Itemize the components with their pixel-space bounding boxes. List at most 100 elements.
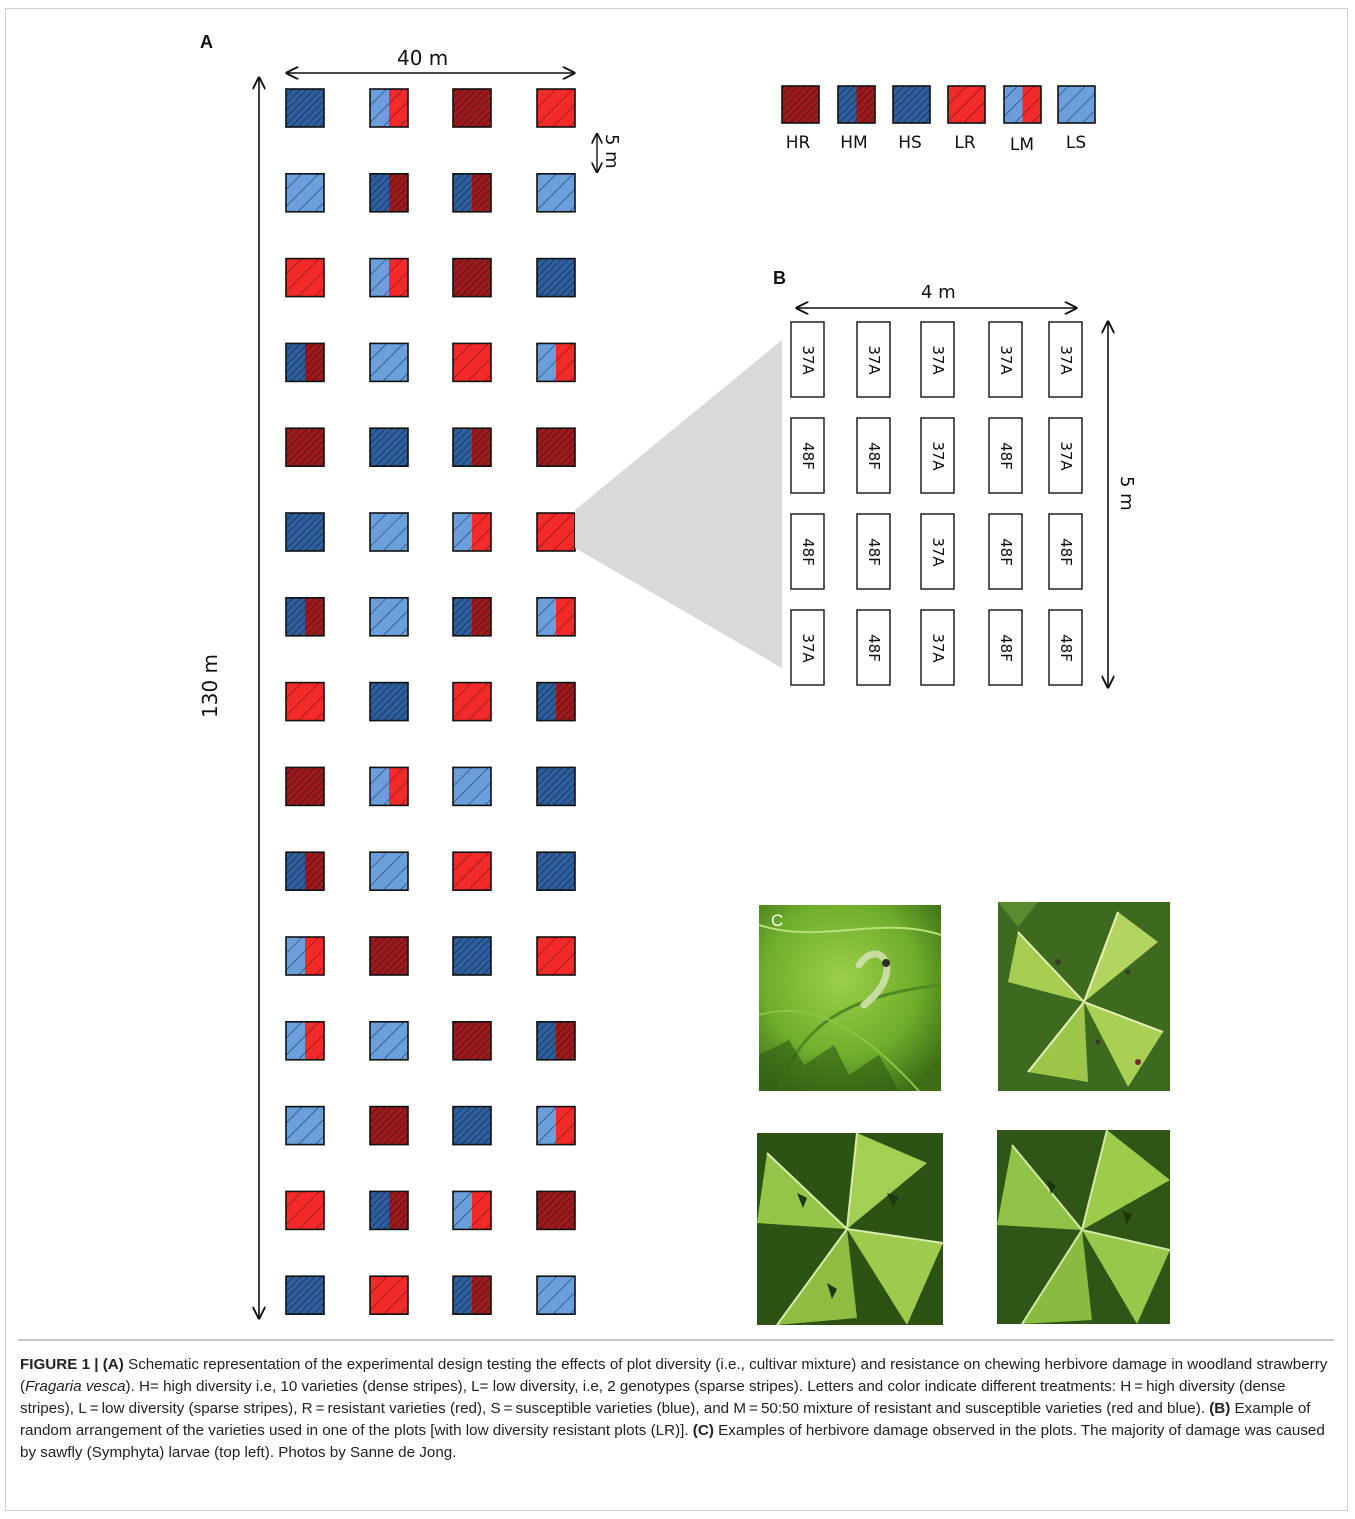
- plot-hr-r5-c1: [285, 427, 325, 468]
- plot-hm-r4-c1: [285, 342, 325, 383]
- damaged-leaf-photo-1: [998, 902, 1170, 1091]
- variety-label: 37A: [928, 536, 947, 567]
- legend-swatch-hr: [781, 85, 820, 124]
- plot-ls-r9-c3: [452, 766, 492, 807]
- plot-lr-r1-c4: [536, 88, 576, 128]
- plot-hm-r10-c1: [285, 851, 325, 892]
- caption-b-tag: (B): [1209, 1400, 1231, 1417]
- height-label-a: 130 m: [198, 653, 222, 718]
- plot-hs-r15-c1: [285, 1275, 325, 1315]
- figure-number: FIGURE 1: [20, 1356, 91, 1373]
- plot-ls-r10-c2: [369, 851, 409, 892]
- plot-hm-r5-c3: [452, 427, 492, 468]
- variety-cell-r1-c2: [856, 321, 891, 398]
- legend-label-lr: LR: [954, 133, 976, 153]
- plot-hs-r3-c4: [536, 257, 576, 298]
- variety-cell-r4-c3: [920, 609, 955, 686]
- sawfly-larva-photo: C: [759, 905, 941, 1091]
- plot-hr-r12-c3: [452, 1020, 492, 1061]
- variety-label: 37A: [864, 344, 883, 375]
- plot-hs-r6-c1: [285, 512, 325, 552]
- variety-label: 48F: [996, 633, 1015, 662]
- plot-lm-r3-c2: [369, 257, 409, 298]
- plot-lm-r14-c3: [452, 1190, 492, 1231]
- plot-lr-r8-c3: [452, 681, 492, 722]
- variety-cell-r4-c4: [988, 609, 1023, 686]
- plot-lr-r10-c3: [452, 851, 492, 892]
- variety-cell-r3-c4: [988, 513, 1023, 590]
- variety-label: 37A: [928, 344, 947, 375]
- plot-hr-r5-c4: [536, 427, 576, 468]
- plot-hm-r2-c3: [452, 173, 492, 213]
- plot-lm-r11-c1: [285, 936, 325, 976]
- plot-lm-r4-c4: [536, 342, 576, 383]
- plot-lm-r13-c4: [536, 1105, 576, 1146]
- legend-label-hs: HS: [898, 133, 922, 153]
- caption-separator: |: [90, 1356, 103, 1373]
- plot-hr-r14-c4: [536, 1190, 576, 1231]
- plot-size-label: 5 m: [601, 134, 622, 169]
- variety-cell-r4-c2: [856, 609, 891, 686]
- damaged-leaf-image-2: [757, 1133, 943, 1325]
- legend-label-ls: LS: [1065, 133, 1087, 153]
- plot-ls-r6-c2: [369, 512, 409, 552]
- figure-caption: FIGURE 1 | (A) Schematic representation …: [20, 1354, 1338, 1464]
- plot-hm-r2-c2: [369, 173, 409, 213]
- variety-label: 37A: [798, 344, 817, 375]
- caption-a-text-1: Schematic representation of the experime…: [20, 1356, 1328, 1395]
- variety-label: 48F: [1056, 633, 1075, 662]
- plot-lm-r1-c2: [369, 88, 409, 128]
- panel-c-label: C: [771, 911, 784, 930]
- plot-lr-r6-c4: [536, 512, 576, 552]
- plot-hr-r3-c3: [452, 257, 492, 298]
- caption-species: Fragaria vesca: [25, 1378, 126, 1395]
- variety-label: 37A: [996, 344, 1015, 375]
- plot-ls-r7-c2: [369, 596, 409, 637]
- plot-lr-r3-c1: [285, 257, 325, 298]
- legend-swatch-lm: [1003, 85, 1042, 124]
- legend-label-hr: HR: [785, 133, 811, 153]
- variety-cell-r1-c5: [1048, 321, 1083, 398]
- variety-label: 48F: [798, 441, 817, 470]
- legend-swatch-lr: [947, 85, 986, 124]
- plot-ls-r2-c1: [285, 173, 325, 213]
- plot-hr-r9-c1: [285, 766, 325, 807]
- panel-b-label: B: [773, 268, 786, 288]
- variety-cell-r3-c2: [856, 513, 891, 590]
- variety-cell-r4-c5: [1048, 609, 1083, 686]
- damaged-leaf-image-1: [998, 902, 1170, 1091]
- variety-cell-r2-c4: [988, 417, 1023, 494]
- plot-hs-r5-c2: [369, 427, 409, 468]
- zoom-wedge: [575, 340, 782, 668]
- plot-grid: [285, 88, 576, 1315]
- height-label-b: 5 m: [1116, 476, 1137, 511]
- variety-arrangement: [790, 321, 1083, 686]
- variety-label: 37A: [798, 632, 817, 663]
- plot-hr-r1-c3: [452, 88, 492, 128]
- variety-label: 37A: [928, 440, 947, 471]
- variety-cell-r2-c2: [856, 417, 891, 494]
- variety-cell-r2-c5: [1048, 417, 1083, 494]
- plot-lr-r4-c3: [452, 342, 492, 383]
- caption-a-text-2: ). H= high diversity i.e, 10 varieties (…: [20, 1378, 1286, 1417]
- caption-a-tag: (A): [102, 1356, 124, 1373]
- variety-cell-r2-c3: [920, 417, 955, 494]
- plot-hm-r7-c3: [452, 596, 492, 637]
- variety-label: 48F: [996, 537, 1015, 566]
- plot-ls-r4-c2: [369, 342, 409, 383]
- legend: [781, 85, 1096, 124]
- variety-label: 37A: [928, 632, 947, 663]
- plot-lr-r8-c1: [285, 681, 325, 722]
- variety-label: 48F: [996, 441, 1015, 470]
- caption-c-tag: (C): [692, 1422, 714, 1439]
- plot-lm-r6-c3: [452, 512, 492, 552]
- sawfly-larva-image: [759, 905, 941, 1091]
- damaged-leaf-image-3: [997, 1130, 1170, 1324]
- plot-lm-r7-c4: [536, 596, 576, 637]
- plot-lr-r11-c4: [536, 936, 576, 976]
- plot-lr-r15-c2: [369, 1275, 409, 1315]
- plot-hs-r1-c1: [285, 88, 325, 128]
- plot-hs-r11-c3: [452, 936, 492, 976]
- legend-swatch-hm: [837, 85, 876, 124]
